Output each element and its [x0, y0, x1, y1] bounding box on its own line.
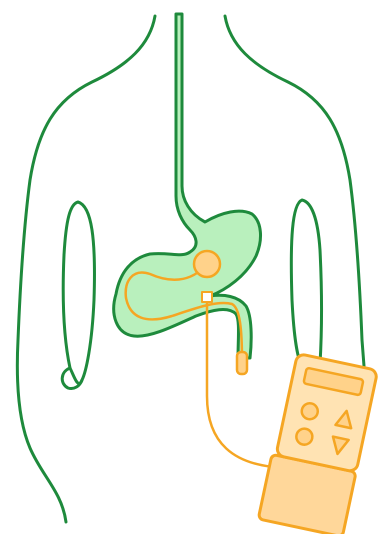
digestive-organs — [114, 14, 261, 358]
stomach-duodenum — [114, 14, 261, 358]
stomach-balloon — [194, 251, 220, 277]
tube-tip — [237, 352, 247, 374]
tube-connector — [202, 292, 212, 302]
left-arm-inner — [63, 202, 94, 383]
right-arm-inner — [291, 200, 321, 366]
recording-device — [258, 353, 377, 534]
